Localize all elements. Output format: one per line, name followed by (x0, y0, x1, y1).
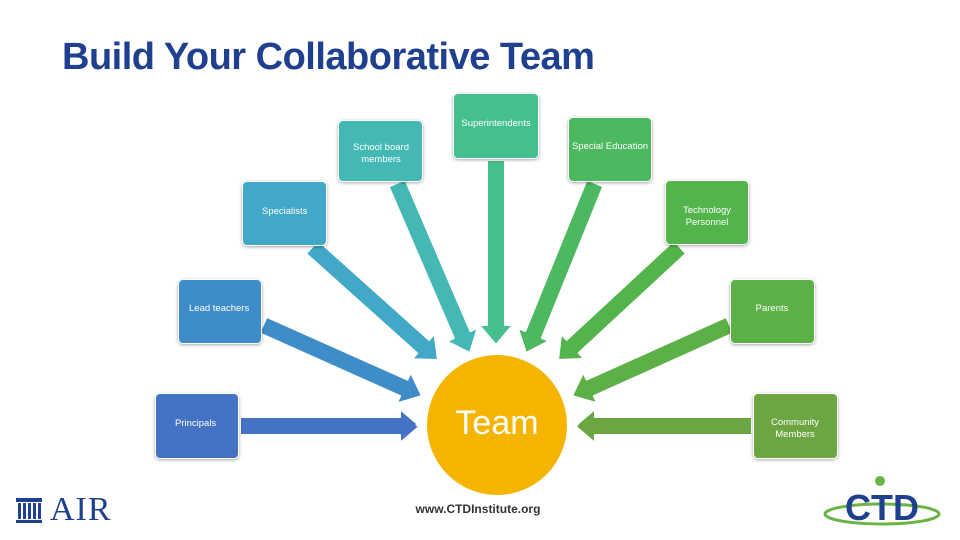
air-building-icon (16, 498, 42, 523)
team-circle (427, 355, 567, 495)
node-label-superintendents: Superintendents (461, 118, 531, 129)
center-group (415, 343, 579, 507)
node-label-lead-teachers: Lead teachers (189, 303, 250, 314)
arrow-parents (571, 315, 735, 405)
node-label-specialists: Specialists (262, 206, 308, 217)
arrow-school-board (387, 178, 479, 354)
node-label-special-education: Special Education (571, 141, 649, 152)
node-specialists (242, 181, 327, 246)
node-label-principals: Principals (175, 418, 217, 429)
page-title: Build Your Collaborative Team (62, 36, 595, 78)
node-label-school-board: School board members (353, 142, 409, 165)
arrow-community (574, 408, 753, 444)
node-community (753, 393, 838, 459)
node-label-parents: Parents (755, 303, 789, 314)
air-logo-text: AIR (50, 491, 112, 528)
node-lead-teachers (178, 279, 262, 344)
node-parents (730, 279, 815, 344)
arrow-superintendents (478, 159, 514, 346)
node-principals (155, 393, 239, 459)
ctd-logo-text: CTD (845, 487, 919, 528)
website-url[interactable]: www.CTDInstitute.org (415, 502, 541, 516)
node-superintendents (453, 93, 539, 159)
node-technology (665, 180, 749, 245)
node-school-board (338, 120, 423, 182)
node-label-technology: Technology Personnel (682, 205, 732, 228)
node-special-education (568, 117, 652, 182)
arrow-technology (557, 239, 688, 361)
team-label: Team (455, 404, 539, 442)
air-logo: AIR (14, 491, 112, 528)
ctd-logo: CTD (823, 476, 941, 528)
arrow-lead-teachers (258, 315, 423, 405)
node-label-community: Community Members (770, 417, 820, 440)
arrow-principals (239, 408, 421, 444)
arrow-group (239, 159, 753, 444)
arrow-specialists (305, 239, 439, 361)
arrow-special-education (516, 178, 605, 354)
